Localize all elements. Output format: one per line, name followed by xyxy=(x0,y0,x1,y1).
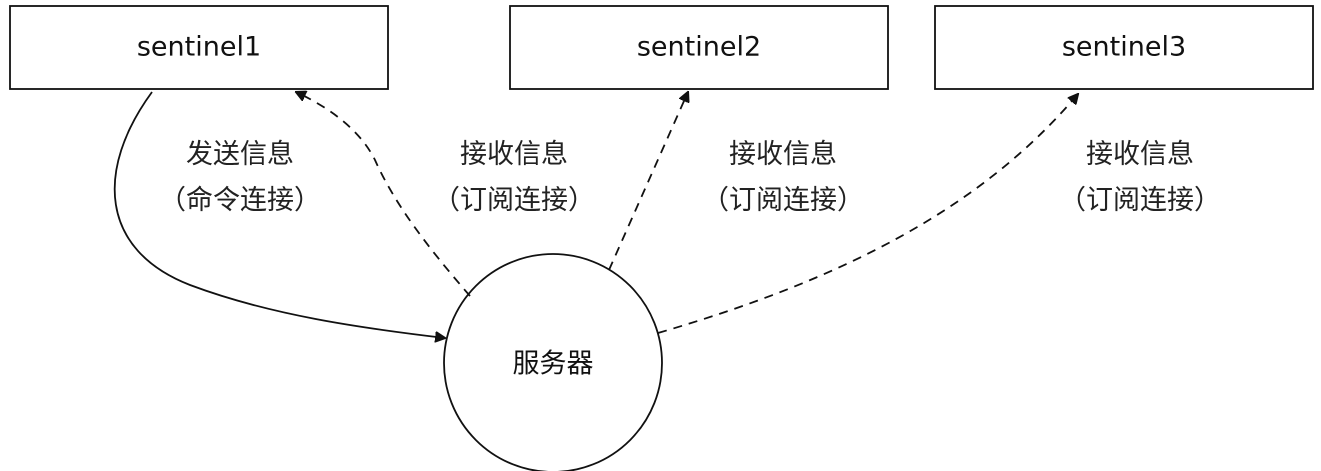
sentinel3-box xyxy=(934,5,1314,90)
sentinel1-box xyxy=(9,5,389,90)
receive1-label-line1: 接收信息 xyxy=(460,139,568,170)
send-label-line1: 发送信息 xyxy=(186,139,294,170)
sentinel3-label: sentinel3 xyxy=(1062,32,1186,63)
node-server: 服务器 xyxy=(443,253,663,471)
server-circle xyxy=(443,253,663,471)
label-receive-sentinel2: 接收信息 （订阅连接） xyxy=(702,139,864,216)
label-send-command: 发送信息 （命令连接） xyxy=(159,139,321,216)
edge-server-to-sentinel3 xyxy=(657,94,1078,334)
receive1-label-line2: （订阅连接） xyxy=(433,185,595,216)
receive2-label-line2: （订阅连接） xyxy=(702,185,864,216)
server-label: 服务器 xyxy=(513,349,594,380)
receive3-label-line1: 接收信息 xyxy=(1086,139,1194,170)
edge-server-to-sentinel2 xyxy=(608,92,688,271)
sentinel2-label: sentinel2 xyxy=(637,32,761,63)
sentinel2-box xyxy=(509,5,889,90)
node-sentinel2: sentinel2 xyxy=(509,5,889,90)
label-receive-sentinel3: 接收信息 （订阅连接） xyxy=(1059,139,1221,216)
receive2-label-line1: 接收信息 xyxy=(729,139,837,170)
node-sentinel3: sentinel3 xyxy=(934,5,1314,90)
send-label-line2: （命令连接） xyxy=(159,185,321,216)
receive3-label-line2: （订阅连接） xyxy=(1059,185,1221,216)
sentinel1-label: sentinel1 xyxy=(137,32,261,63)
node-sentinel1: sentinel1 xyxy=(9,5,389,90)
edge-server-to-sentinel1 xyxy=(296,92,471,297)
edge-sentinel1-to-server xyxy=(113,91,445,338)
label-receive-sentinel1: 接收信息 （订阅连接） xyxy=(433,139,595,216)
